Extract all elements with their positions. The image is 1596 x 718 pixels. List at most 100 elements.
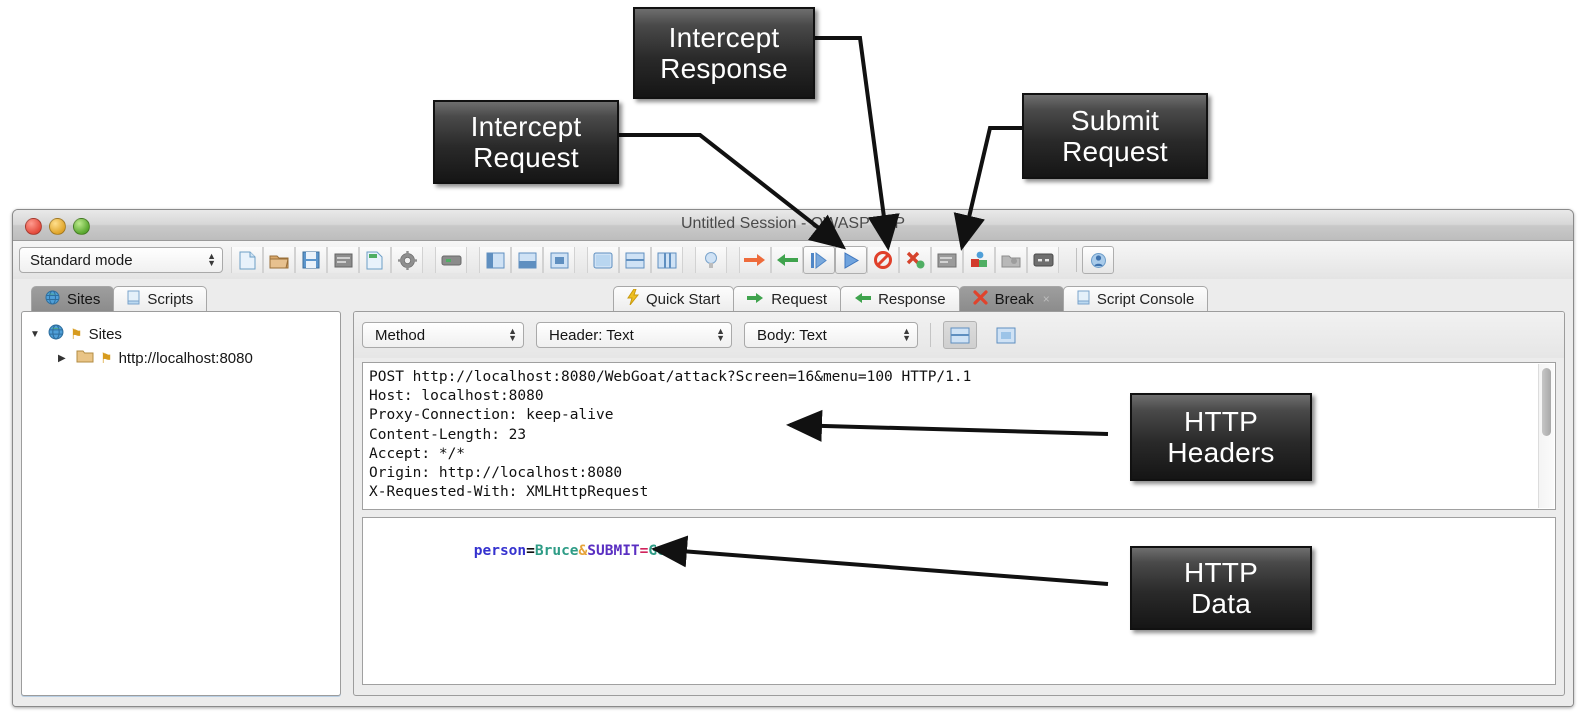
- body-view-value: Body: Text: [757, 326, 827, 344]
- body-line: person=Bruce&SUBMIT=Go!: [369, 523, 1555, 581]
- tab-label: Quick Start: [646, 290, 721, 308]
- manage-addons-icon[interactable]: [435, 247, 467, 273]
- headers-scrollbar[interactable]: [1538, 364, 1554, 508]
- intercept-request-arrow-icon[interactable]: [739, 247, 771, 273]
- body-token: !: [665, 543, 675, 560]
- tab-label: Scripts: [147, 290, 194, 308]
- callout-intercept-request: Intercept Request: [433, 100, 619, 184]
- layout-stacked-icon[interactable]: [587, 247, 619, 273]
- window-minimize-button[interactable]: [49, 218, 66, 235]
- tree-row[interactable]: ▶ ⚑ http://localhost:8080: [30, 346, 332, 370]
- tree-row[interactable]: ▼ ⚑ Sites: [30, 322, 332, 346]
- callout-line: Response: [660, 53, 788, 84]
- header-line: POST http://localhost:8080/WebGoat/attac…: [369, 369, 972, 385]
- step-icon[interactable]: [803, 246, 835, 274]
- header-line: Content-Length: 23: [369, 426, 527, 443]
- zap-application-window: Untitled Session - OWASP ZAP Standard mo…: [12, 209, 1574, 707]
- fuzz-icon[interactable]: [1027, 247, 1059, 273]
- window-titlebar: Untitled Session - OWASP ZAP: [13, 210, 1573, 241]
- layout-expand-info-icon[interactable]: [511, 247, 543, 273]
- tab-break[interactable]: Break ×: [958, 286, 1064, 311]
- snapshot-session-icon[interactable]: [359, 247, 391, 273]
- header-line: X-Requested-With: XMLHttpRequest: [369, 484, 649, 501]
- http-data-textarea[interactable]: person=Bruce&SUBMIT=Go!: [362, 517, 1556, 685]
- split-view-button[interactable]: [943, 321, 977, 349]
- submit-request-icon[interactable]: [835, 246, 867, 274]
- body-token: =: [639, 543, 649, 560]
- callout-line: Headers: [1167, 437, 1275, 468]
- scan-policy-icon[interactable]: [931, 247, 963, 273]
- stepper-arrows-icon: ▲▼: [207, 251, 216, 268]
- tab-request[interactable]: Request: [733, 286, 842, 311]
- layout-vertical-icon[interactable]: [651, 247, 683, 273]
- tree-item-label: Sites: [88, 325, 122, 343]
- tab-label: Sites: [67, 290, 101, 308]
- left-tabstrip: Sites Scripts: [21, 285, 341, 311]
- main-toolbar: Standard mode ▲▼: [13, 241, 1573, 280]
- tab-script-console[interactable]: Script Console: [1062, 286, 1209, 311]
- single-view-button[interactable]: [989, 321, 1023, 349]
- body-token: SUBMIT: [587, 543, 640, 560]
- break-panel: Method ▲▼ Header: Text ▲▼ Body: Text ▲▼: [353, 311, 1565, 696]
- bulb-icon[interactable]: [695, 247, 727, 273]
- right-tabstrip: Quick Start Request Response: [353, 285, 1565, 311]
- forced-browse-icon[interactable]: [995, 247, 1027, 273]
- window-title: Untitled Session - OWASP ZAP: [680, 215, 906, 232]
- globe-icon: [48, 324, 64, 344]
- callout-line: Intercept: [470, 110, 582, 142]
- close-icon[interactable]: ×: [1042, 292, 1050, 306]
- header-line: Origin: http://localhost:8080: [369, 465, 623, 482]
- header-view-select[interactable]: Header: Text ▲▼: [536, 322, 732, 348]
- method-select[interactable]: Method ▲▼: [362, 322, 524, 348]
- method-select-value: Method: [375, 326, 426, 344]
- scrollbar-thumb[interactable]: [1542, 368, 1551, 436]
- callout-line: Request: [473, 142, 579, 173]
- twisty-expanded-icon[interactable]: ▼: [30, 328, 40, 340]
- tab-label: Break: [994, 290, 1034, 308]
- window-close-button[interactable]: [25, 218, 42, 235]
- new-session-icon[interactable]: [231, 247, 263, 273]
- window-zoom-button[interactable]: [73, 218, 90, 235]
- break-point-icon[interactable]: [899, 247, 931, 273]
- intercept-response-arrow-icon[interactable]: [771, 247, 803, 273]
- tab-response[interactable]: Response: [840, 286, 960, 311]
- arrow-left-icon: [854, 291, 872, 308]
- sites-tree-panel[interactable]: ▼ ⚑ Sites ▶ ⚑ http://localhost:8080: [21, 311, 341, 696]
- body-token: Go: [648, 543, 666, 560]
- stepper-arrows-icon: ▲▼: [716, 326, 725, 343]
- mode-select[interactable]: Standard mode ▲▼: [19, 247, 223, 273]
- tree-item-label: http://localhost:8080: [118, 349, 253, 367]
- request-controls: Method ▲▼ Header: Text ▲▼ Body: Text ▲▼: [354, 312, 1564, 358]
- layout-expand-sites-icon[interactable]: [479, 247, 511, 273]
- spider-icon[interactable]: [963, 247, 995, 273]
- flag-icon: ⚑: [100, 349, 113, 366]
- tab-quick-start[interactable]: Quick Start: [613, 286, 735, 311]
- tab-label: Response: [878, 290, 946, 308]
- save-session-icon[interactable]: [295, 247, 327, 273]
- open-session-icon[interactable]: [263, 247, 295, 273]
- header-line: Accept: */*: [369, 445, 466, 462]
- layout-full-icon[interactable]: [543, 247, 575, 273]
- drop-icon[interactable]: [867, 247, 899, 273]
- http-headers-textarea[interactable]: POST http://localhost:8080/WebGoat/attac…: [362, 362, 1556, 510]
- callout-http-data: HTTP Data: [1130, 546, 1312, 630]
- body-token: &: [578, 543, 588, 560]
- tab-scripts[interactable]: Scripts: [113, 286, 208, 311]
- header-view-value: Header: Text: [549, 326, 634, 344]
- help-icon[interactable]: [1082, 246, 1114, 274]
- arrow-right-icon: [747, 291, 764, 308]
- options-gear-icon[interactable]: [391, 247, 423, 273]
- tab-sites[interactable]: Sites: [31, 286, 115, 311]
- layout-horizontal-icon[interactable]: [619, 247, 651, 273]
- tab-label: Request: [771, 290, 828, 308]
- left-pane: Sites Scripts ▼ ⚑: [21, 285, 341, 696]
- callout-line: Submit: [1070, 104, 1160, 136]
- script-icon: [127, 290, 140, 309]
- twisty-collapsed-icon[interactable]: ▶: [58, 352, 66, 364]
- body-view-select[interactable]: Body: Text ▲▼: [744, 322, 918, 348]
- session-properties-icon[interactable]: [327, 247, 359, 273]
- stepper-arrows-icon: ▲▼: [902, 326, 911, 343]
- right-pane: Quick Start Request Response: [353, 285, 1565, 696]
- body-token: Bruce: [534, 543, 579, 560]
- callout-line: Request: [1062, 136, 1168, 167]
